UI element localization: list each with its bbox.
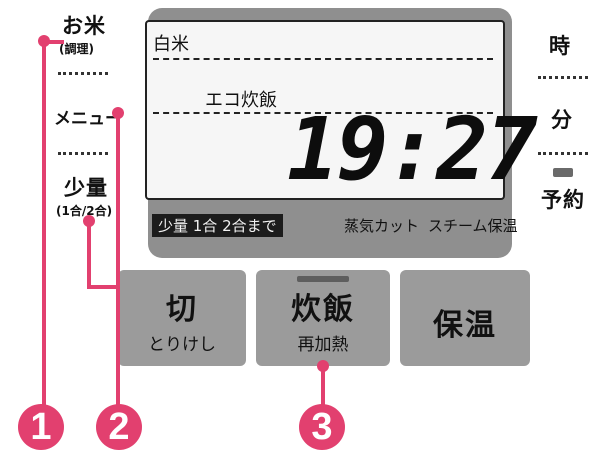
timer-button-label[interactable]: 予約 — [541, 188, 585, 212]
callout-badge-3: 3 — [299, 404, 345, 450]
hour-button-label[interactable]: 時 — [549, 34, 571, 58]
rice-sub-label: (調理) — [59, 42, 94, 56]
lcd-divider — [153, 58, 493, 60]
cook-button-sub-label: 再加熱 — [297, 335, 349, 355]
course-text: エコ炊飯 — [205, 90, 277, 111]
steam-keepwarm-indicator: スチーム保温 — [428, 217, 518, 235]
cancel-button[interactable]: 切 とりけし — [118, 270, 246, 366]
divider — [58, 72, 108, 75]
lcd-screen: 白米 エコ炊飯 19:27 — [145, 20, 538, 200]
cancel-button-sub-label: とりけし — [148, 335, 216, 355]
rice-button-label[interactable]: お米 — [62, 14, 106, 38]
callout-3-line — [321, 364, 325, 410]
lcd-divider — [153, 112, 493, 114]
steam-cut-indicator: 蒸気カット — [344, 217, 420, 235]
small-amount-button-label[interactable]: 少量 — [64, 176, 108, 200]
keep-warm-button-label: 保温 — [433, 308, 497, 343]
timer-indicator-lamp — [553, 168, 573, 177]
clock-time: 19:27 — [287, 100, 538, 200]
cook-button-label: 炊飯 — [291, 292, 355, 327]
minute-button-label[interactable]: 分 — [551, 108, 573, 132]
callout-badge-1: 1 — [18, 404, 64, 450]
cook-button[interactable]: 炊飯 再加熱 — [256, 270, 390, 366]
small-amount-indicator: 少量 1合 2合まで — [152, 214, 283, 237]
callout-2-line — [87, 220, 91, 288]
divider — [58, 152, 108, 155]
mode-text: 白米 — [153, 34, 189, 55]
callout-2-line — [87, 285, 120, 289]
callout-1-line — [42, 40, 46, 408]
divider — [538, 152, 588, 155]
callout-badge-2: 2 — [96, 404, 142, 450]
keep-warm-button[interactable]: 保温 — [400, 270, 530, 366]
small-amount-sub-label: (1合/2合) — [56, 204, 113, 218]
callout-2-line — [116, 113, 120, 408]
cook-indicator-lamp — [297, 276, 349, 282]
cancel-button-label: 切 — [166, 292, 198, 327]
divider — [538, 76, 588, 79]
menu-button-label[interactable]: メニュー — [54, 109, 122, 129]
callout-1-line — [42, 40, 64, 44]
